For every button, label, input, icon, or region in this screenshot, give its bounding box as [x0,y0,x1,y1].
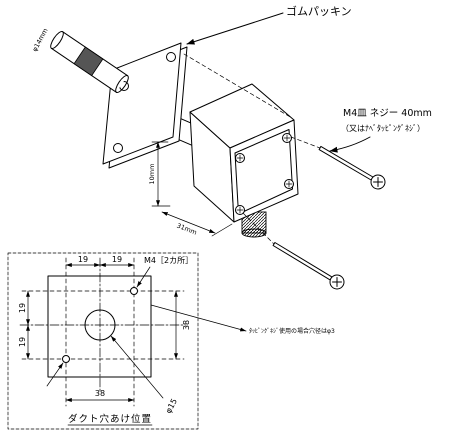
rubber-packing-label: ゴムパッキン [286,4,352,18]
screw-2-shaft [272,242,333,281]
screw-hole-leader [136,266,151,288]
center-hole [84,309,116,341]
assembly-guide-line-screw-1 [290,136,321,149]
housing-front-frame [234,129,293,215]
housing-screw-hole-1 [235,153,245,163]
left-dimension-label-bottom: 19 [18,337,27,347]
top-dimension: 19 19 [65,255,135,267]
rubber-packing-leader [186,12,284,45]
screw-2 [272,242,345,290]
left-dimension: 19 19 [18,290,30,360]
hole-plan-title: ダクト穴あけ位置 [68,413,152,425]
cable-gland-end [241,228,267,238]
depth-dimension: 31mm [161,211,233,237]
probe-tip [50,30,64,50]
depth-extension-right [211,223,233,237]
assembly-guide-line-screw-2 [242,212,275,245]
top-dimension-label-left: 19 [78,255,88,264]
screw-spec-label: M4皿 ネジー 40mm [343,108,432,119]
top-dimension-label-right: 19 [112,255,122,264]
right-dimension: 38 [174,290,191,360]
flange-plate [102,42,188,169]
housing-screw-hole-4 [235,205,245,215]
bottom-dimension-label: 38 [95,389,105,398]
mount-outline [47,275,152,378]
screw-hole-top-right [130,287,138,295]
hole-diameter-leader [110,335,164,399]
depth-dimension-label: 31mm [176,222,198,237]
screw-hole-label: M4［2カ所］ [144,255,193,265]
screw-hole-bottom-left-leader [46,362,64,387]
probe-seal-ring [115,74,129,94]
height-dimension: 10mm [148,141,171,207]
hole-diameter-label: φ15 [164,397,179,415]
bottom-dimension: 38 [65,389,135,402]
housing-screw-hole-2 [282,133,292,143]
right-dimension-label: 38 [182,320,191,330]
sensor-assembly: φ14mm [31,4,432,290]
probe-band [73,46,104,77]
cable-gland [241,211,267,238]
housing-screw-hole-3 [284,179,294,189]
assembly-guide-line-flange [183,53,293,119]
hole-plan-frame [7,252,199,430]
screw-alt-label: （又はﾅﾍﾞﾀｯﾋﾟﾝｸﾞﾈｼﾞ） [341,124,425,133]
probe-diameter-label: φ14mm [31,27,50,53]
screw-1-cross-icon [373,177,383,187]
screw-1 [318,145,386,190]
housing-front-face [229,119,299,223]
probe [50,30,129,94]
tapping-note-leader [150,304,247,332]
screw-hole-bottom-left [62,355,70,363]
screw-spec-leader [329,136,371,153]
flange-hole-bottom-left [113,143,123,153]
depth-dimension-line [161,211,216,234]
screw-1-shaft [318,145,374,181]
flange-hole-top-right [166,52,176,62]
hole-plan: 19 19 19 19 38 38 M4［2カ所］ φ15 ダクト穴あけ位置 [7,252,199,430]
height-dimension-label: 10mm [148,164,156,185]
sensor-housing [189,83,299,238]
tapping-note: ﾀｯﾋﾟﾝｸﾞﾈｼﾞ使用の場合穴径はφ3 [249,327,335,335]
screw-2-cross-icon [332,277,342,287]
left-dimension-label-top: 19 [18,303,27,313]
